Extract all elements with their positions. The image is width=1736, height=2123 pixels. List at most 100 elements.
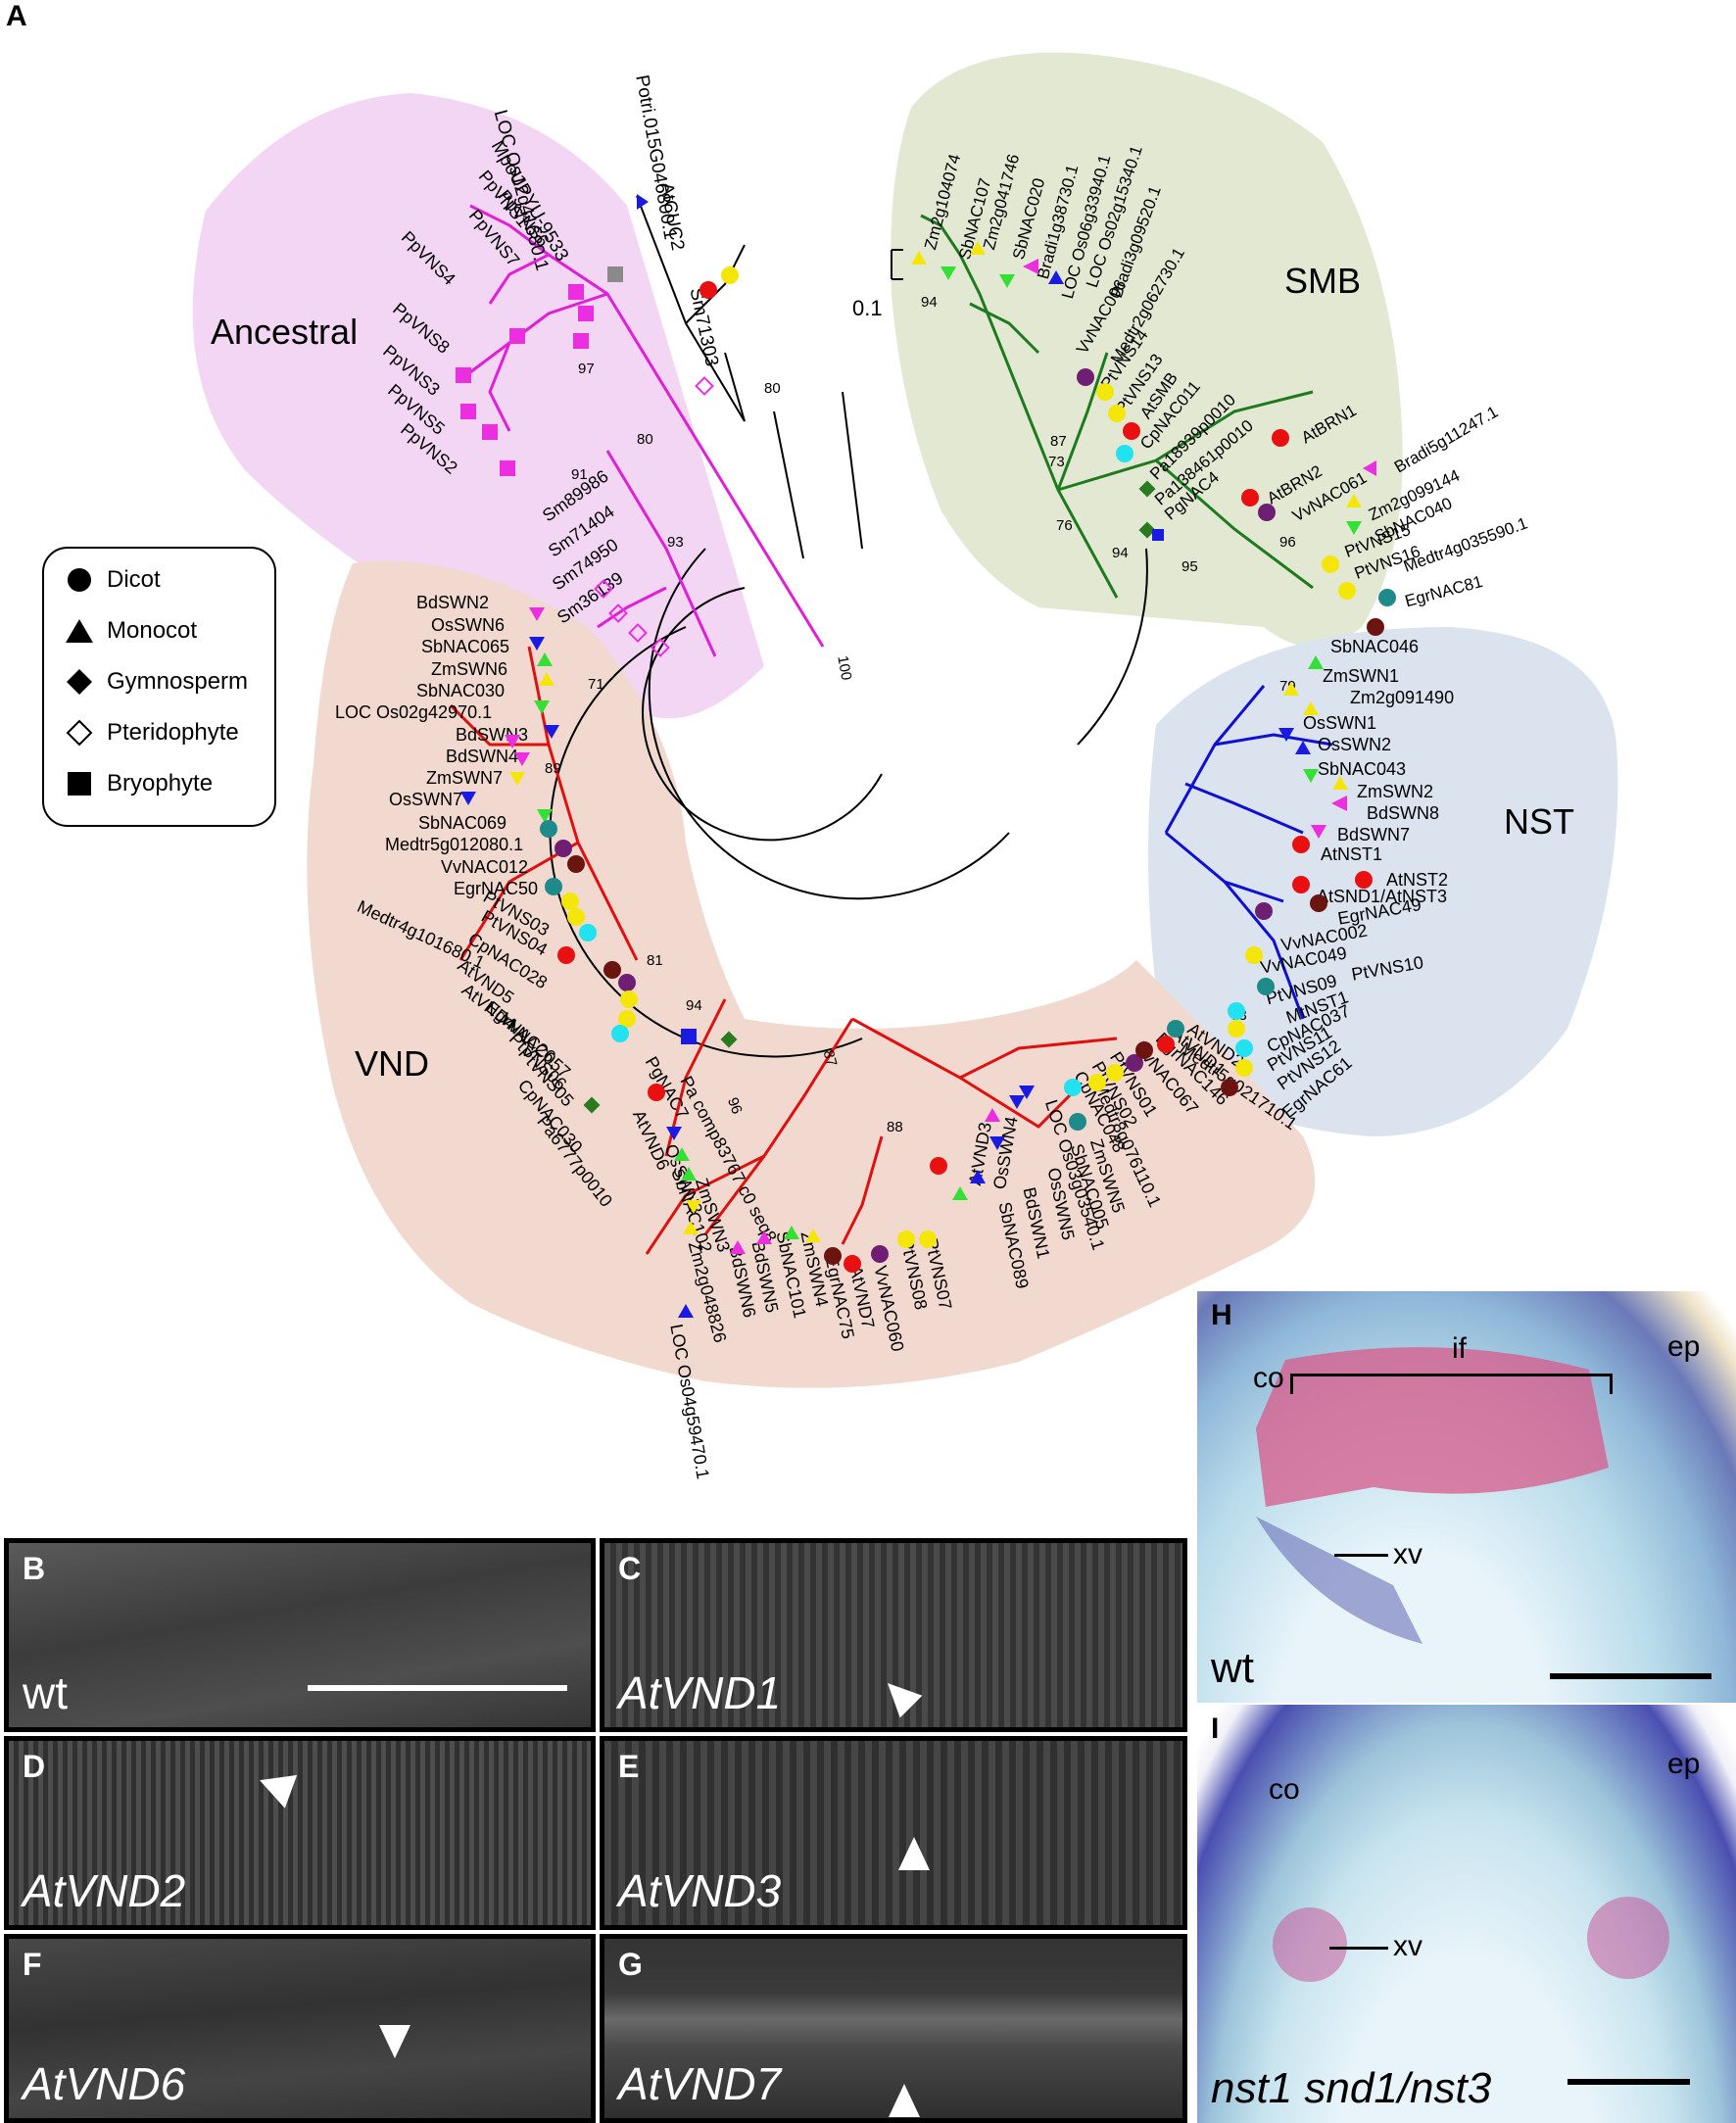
tree-label-vnd-l-5: LOC Os02g42970.1 — [335, 702, 493, 722]
histology-i-xv: xv — [1393, 1930, 1423, 1962]
legend-row-dicot: Dicot — [62, 560, 161, 600]
open-diamond-icon — [62, 718, 97, 748]
panel-e-label: E — [618, 1749, 640, 1784]
legend-row-monocot: Monocot — [62, 611, 197, 651]
bootstrap-7: 87 — [1050, 433, 1067, 450]
legend-label-bryophyte: Bryophyte — [107, 770, 214, 796]
tree-label-nst-1: ZmSWN1 — [1323, 666, 1399, 686]
tree-label-vnd-l-4: SbNAC030 — [416, 681, 506, 700]
arrowhead-icon — [379, 2025, 410, 2058]
panel-d-label: D — [23, 1749, 46, 1784]
bootstrap-18: 94 — [686, 997, 702, 1014]
genotype-label-d: AtVND2 — [23, 1865, 186, 1916]
micrograph-b: B wt — [4, 1538, 596, 1732]
square-icon — [62, 769, 97, 798]
tree-label-nst-7: BdSWN8 — [1367, 803, 1440, 823]
xv-pointer — [1329, 1947, 1388, 1950]
tree-label-vnd-l-0: BdSWN2 — [416, 593, 490, 612]
bootstrap-21: 88 — [887, 1119, 903, 1135]
panel-h-label: H — [1211, 1299, 1232, 1331]
panel-f-label: F — [23, 1947, 42, 1982]
genotype-label-g: AtVND7 — [618, 2058, 782, 2109]
genotype-label-f: AtVND6 — [23, 2058, 186, 2109]
tree-label-nst-10: AtNST2 — [1386, 870, 1449, 890]
triangle-icon — [62, 616, 97, 646]
tree-label-vnd-l-2: SbNAC065 — [421, 637, 510, 656]
histology-panel-i: I co ep xv nst1 snd1/nst3 — [1197, 1705, 1736, 2123]
ancestral-clade-bg — [192, 93, 765, 719]
bootstrap-4: 93 — [667, 534, 684, 551]
bootstrap-9: 76 — [1056, 517, 1073, 534]
tree-label-vnd-l-11: Medtr5g012080.1 — [385, 835, 524, 854]
histology-i-stain — [1273, 1897, 1669, 1982]
phylogenetic-tree — [192, 52, 1618, 1388]
bootstrap-1: 97 — [578, 361, 595, 377]
tree-label-nst-2: Zm2g091490 — [1350, 688, 1455, 707]
bootstrap-3: 91 — [571, 466, 588, 483]
histology-h-ep: ep — [1667, 1330, 1701, 1363]
clade-label-vnd: VND — [355, 1043, 430, 1084]
scale-bar-h — [1550, 1673, 1712, 1679]
micrograph-g: G AtVND7 — [600, 1934, 1187, 2123]
legend-label-pteridophyte: Pteridophyte — [107, 719, 239, 746]
tree-label-nst-9: AtNST1 — [1321, 844, 1383, 864]
tree-label-nst-5: SbNAC043 — [1318, 759, 1407, 779]
clade-label-smb: SMB — [1284, 261, 1362, 301]
histology-i-co: co — [1269, 1773, 1300, 1806]
legend-row-gymnosperm: Gymnosperm — [62, 662, 248, 701]
panel-i-label: I — [1211, 1713, 1220, 1745]
tree-label-nst-8: BdSWN7 — [1337, 825, 1411, 844]
bootstrap-11: 95 — [1181, 558, 1198, 575]
arrowhead-icon — [876, 1671, 923, 1718]
legend-row-bryophyte: Bryophyte — [62, 764, 213, 803]
nst-clade-bg — [1148, 627, 1618, 1136]
arrowhead-icon — [253, 1763, 298, 1809]
scale-bar-i — [1567, 2079, 1690, 2085]
bootstrap-16: 89 — [545, 760, 561, 777]
tree-label-vnd-l-13: EgrNAC50 — [454, 879, 539, 898]
panel-b-label: B — [23, 1551, 46, 1586]
arrowhead-icon — [889, 2084, 920, 2117]
bootstrap-5: 80 — [764, 380, 781, 397]
legend-label-monocot: Monocot — [107, 617, 198, 644]
legend-label-dicot: Dicot — [107, 566, 161, 593]
bootstrap-6: 94 — [921, 294, 938, 311]
tree-label-nst-6: ZmSWN2 — [1357, 782, 1433, 801]
genotype-label-c: AtVND1 — [618, 1667, 782, 1718]
clade-label-nst: NST — [1504, 801, 1574, 842]
arrowhead-icon — [898, 1837, 930, 1870]
bootstrap-8: 73 — [1048, 454, 1065, 470]
xv-pointer — [1334, 1554, 1388, 1557]
tree-label-vnd-l-7: BdSWN4 — [446, 747, 519, 766]
diamond-icon — [62, 667, 97, 697]
panel-g-label: G — [618, 1947, 643, 1982]
bootstrap-17: 81 — [647, 952, 663, 969]
circle-icon — [62, 565, 97, 595]
panel-c-label: C — [618, 1551, 642, 1586]
micrograph-e: E AtVND3 — [600, 1736, 1187, 1930]
clade-label-ancestral: Ancestral — [211, 312, 359, 352]
tip-markers — [456, 194, 1396, 1318]
tree-label-nst-11: AtSND1/AtNST3 — [1317, 887, 1448, 906]
micrograph-c: C AtVND1 — [600, 1538, 1187, 1732]
histology-h-xv: xv — [1393, 1538, 1423, 1570]
histology-h-if: if — [1452, 1332, 1467, 1365]
legend-row-pteridophyte: Pteridophyte — [62, 713, 239, 752]
histology-h-stain — [1256, 1347, 1609, 1644]
genotype-label-b: wt — [23, 1667, 68, 1718]
panel-a-label: A — [6, 0, 27, 32]
histology-h-co: co — [1253, 1362, 1284, 1394]
genotype-label-h: wt — [1211, 1644, 1254, 1692]
scale-bar-b — [308, 1685, 567, 1691]
tree-label-vnd-l-9: OsSWN7 — [389, 790, 463, 809]
histology-i-ep: ep — [1667, 1748, 1701, 1780]
smb-clade-bg — [891, 52, 1403, 647]
if-bracket — [1290, 1374, 1613, 1394]
tree-label-nst-4: OsSWN2 — [1318, 735, 1392, 754]
bootstrap-2: 80 — [637, 431, 653, 448]
tree-label-vnd-l-12: VvNAC012 — [441, 857, 529, 877]
tree-label-vnd-l-10: SbNAC069 — [418, 813, 507, 833]
bootstrap-12: 96 — [1279, 534, 1296, 551]
tree-label-vnd-l-3: ZmSWN6 — [431, 659, 507, 679]
tree-label-vnd-l-1: OsSWN6 — [431, 615, 506, 635]
